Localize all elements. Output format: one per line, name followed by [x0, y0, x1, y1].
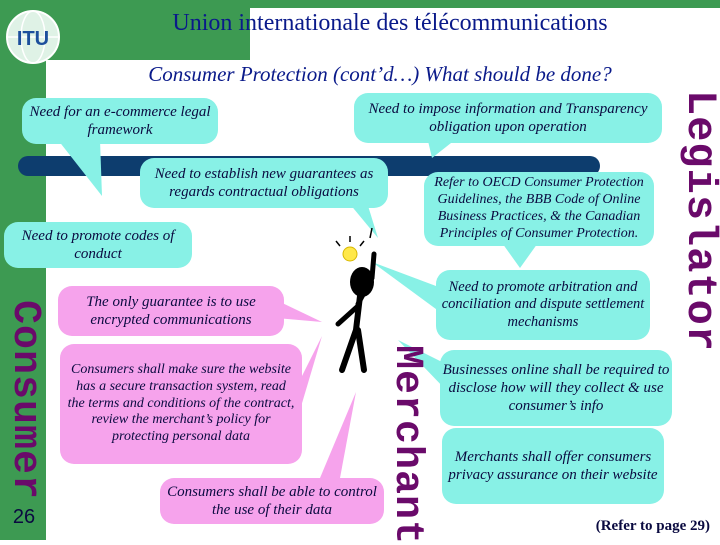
legislator-label: Legislator: [676, 90, 720, 353]
bubble-codes: Need to promote codes of conduct: [4, 222, 192, 268]
slide-title: Consumer Protection (cont’d…) What shoul…: [148, 62, 612, 86]
bubble-privacy: Merchants shall offer consumers privacy …: [442, 428, 664, 504]
top-band: [250, 0, 720, 8]
bubble-secure-site: Consumers shall make sure the website ha…: [60, 344, 302, 464]
lightbulb-icon: [342, 246, 358, 262]
merchant-label: Merchant: [384, 345, 429, 545]
org-name: Union internationale des télécommunicati…: [172, 10, 608, 36]
left-green-bar: [0, 0, 46, 540]
bubble-information: Need to impose information and Transpare…: [354, 93, 662, 143]
bubble-guarantees: Need to establish new guarantees as rega…: [140, 158, 388, 208]
consumer-label: Consumer: [2, 300, 47, 501]
bubble-encrypted: The only guarantee is to use encrypted c…: [58, 286, 284, 336]
page-reference: (Refer to page 29): [595, 518, 710, 534]
bubble-disclose: Businesses online shall be required to d…: [440, 350, 672, 426]
itu-logo: ITU: [6, 10, 60, 64]
bubble-arbitration: Need to promote arbitration and concilia…: [436, 270, 650, 340]
bubble-control: Consumers shall be able to control the u…: [160, 478, 384, 524]
bubble-ecommerce: Need for an e-commerce legal framework: [22, 98, 218, 144]
bubble-oecd: Refer to OECD Consumer Protection Guidel…: [424, 172, 654, 246]
page-number: 26: [12, 506, 36, 528]
stick-figure-illustration: [335, 227, 377, 373]
logo-text: ITU: [17, 28, 49, 50]
